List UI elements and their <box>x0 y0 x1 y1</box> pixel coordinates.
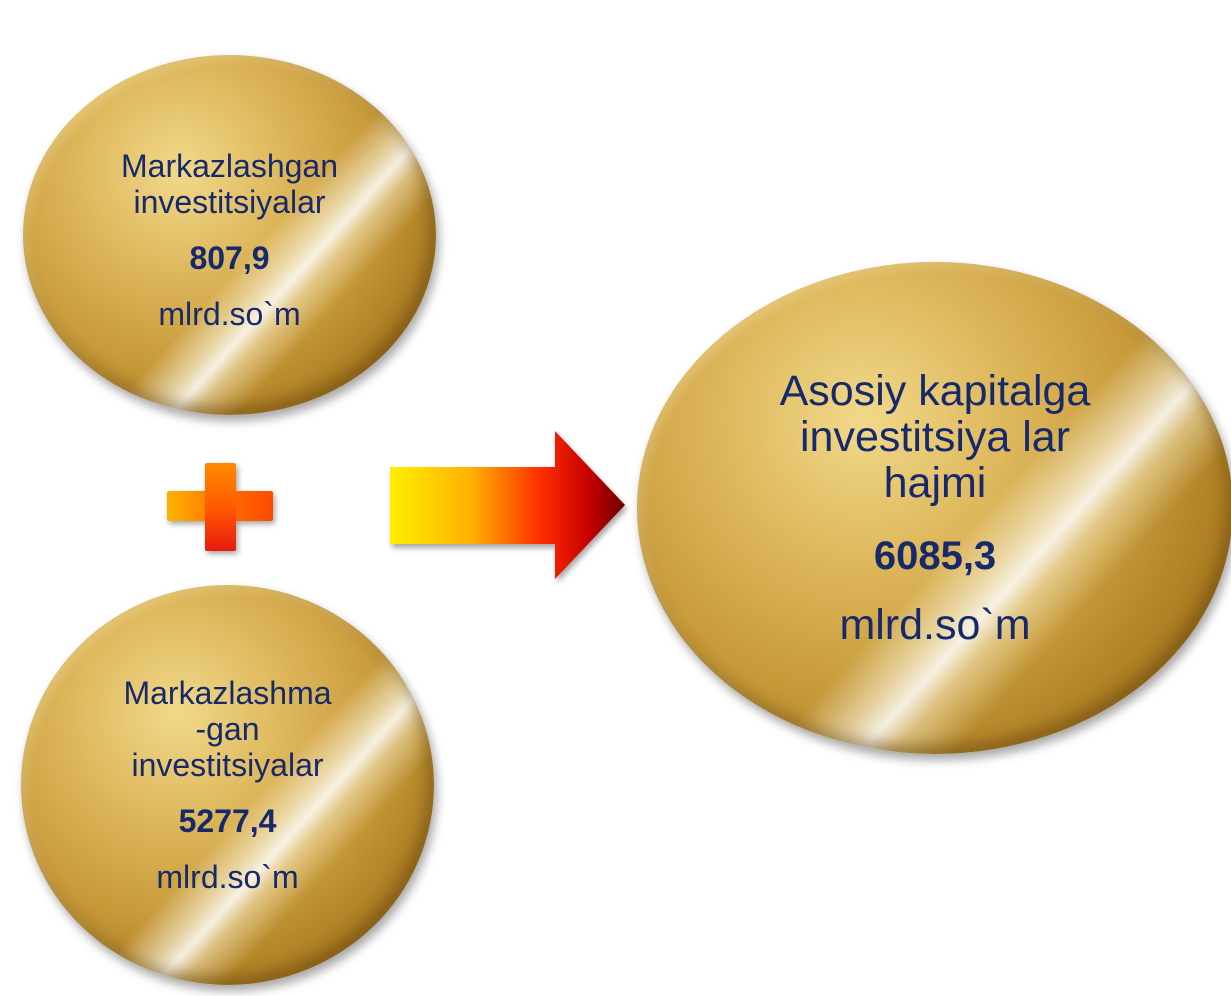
plus-icon <box>167 463 273 551</box>
decentralized-label-line3: investitsiyalar <box>131 747 324 783</box>
centralized-investments-content: Markazlashgan investitsiyalar 807,9 mlrd… <box>23 55 436 415</box>
total-label-line1: Asosiy kapitalga <box>779 367 1091 415</box>
centralized-unit: mlrd.so`m <box>158 296 301 332</box>
arrow-shape <box>390 431 625 579</box>
total-label-line2: investitsiya lar <box>799 413 1071 461</box>
decentralized-investments-content: Markazlashma -gan investitsiyalar 5277,4… <box>21 585 434 985</box>
total-investments-coin: Asosiy kapitalga investitsiya lar hajmi … <box>637 262 1231 754</box>
centralized-label-line1: Markazlashgan <box>121 148 338 184</box>
decentralized-label-line1: Markazlashma <box>123 675 332 711</box>
decentralized-investments-coin: Markazlashma -gan investitsiyalar 5277,4… <box>21 585 434 985</box>
total-unit: mlrd.so`m <box>839 601 1031 649</box>
total-label-line3: hajmi <box>883 459 987 507</box>
decentralized-label-line2: -gan <box>195 711 260 747</box>
decentralized-unit: mlrd.so`m <box>156 859 299 895</box>
decentralized-value: 5277,4 <box>178 803 277 839</box>
centralized-value: 807,9 <box>189 240 270 276</box>
right-arrow-icon <box>390 431 625 579</box>
centralized-label-line2: investitsiyalar <box>133 184 326 220</box>
centralized-investments-coin: Markazlashgan investitsiyalar 807,9 mlrd… <box>23 55 436 415</box>
total-value: 6085,3 <box>873 534 997 578</box>
plus-vertical-bar <box>205 463 236 551</box>
total-investments-content: Asosiy kapitalga investitsiya lar hajmi … <box>637 262 1231 754</box>
